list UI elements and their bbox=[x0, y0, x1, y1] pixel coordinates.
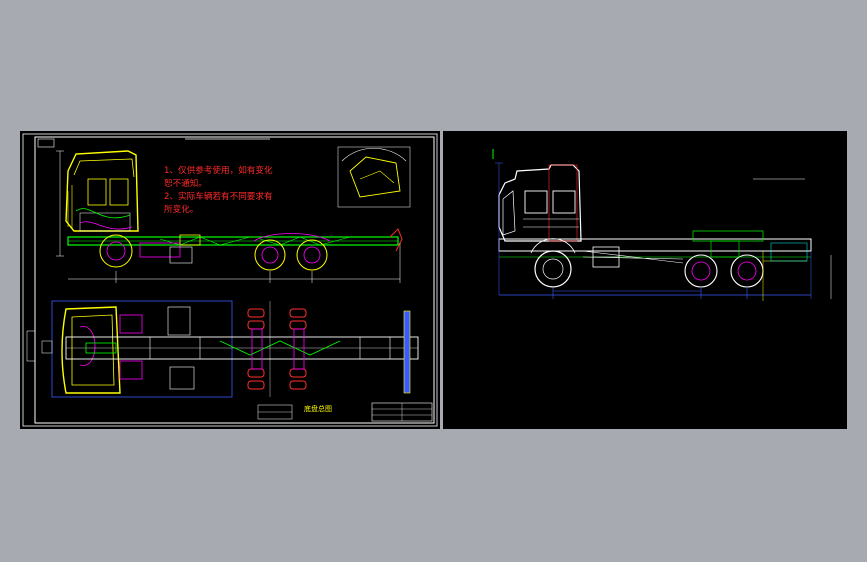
plan-component-1 bbox=[119, 314, 143, 334]
detail-cab-line bbox=[359, 170, 395, 184]
notes-block: 1、仅供参考使用，如有变化 恕不通知。 2、实际车辆若有不同要求有 所变化。 bbox=[164, 164, 273, 215]
cab-detail-view bbox=[337, 146, 411, 208]
tire bbox=[289, 368, 307, 378]
cab-front-grille bbox=[502, 190, 516, 236]
side-tag bbox=[26, 330, 36, 362]
tire bbox=[289, 308, 307, 318]
cab-rear-window bbox=[552, 190, 576, 214]
left-drawing-sheet: 1、仅供参考使用，如有变化 恕不通知。 2、实际车辆若有不同要求有 所变化。 bbox=[20, 131, 440, 429]
front-wheel bbox=[534, 250, 572, 288]
detail-arc bbox=[341, 148, 407, 162]
cab-side-window bbox=[524, 190, 548, 214]
plan-battery bbox=[167, 306, 191, 336]
tire bbox=[289, 320, 307, 330]
cab-lower-panel bbox=[523, 218, 579, 228]
plan-cab-inner bbox=[71, 314, 115, 386]
tractor-cab bbox=[498, 164, 582, 242]
front-wheel bbox=[99, 234, 133, 268]
plan-brace-green bbox=[219, 340, 341, 356]
front-fender bbox=[530, 238, 576, 254]
cab-outline bbox=[65, 150, 139, 232]
tail-bracket bbox=[389, 228, 403, 252]
cab-step bbox=[79, 212, 131, 232]
rear-hub-2 bbox=[303, 246, 321, 264]
suspension-bracket bbox=[710, 240, 740, 258]
plan-crossmembers bbox=[149, 337, 391, 359]
tire bbox=[247, 368, 265, 378]
plan-tank bbox=[169, 366, 195, 390]
rear-light-bar bbox=[403, 310, 411, 394]
note-line-1: 1、仅供参考使用，如有变化 bbox=[164, 164, 273, 176]
gearbox bbox=[139, 242, 181, 258]
front-hub bbox=[542, 258, 564, 280]
detail-view-frame bbox=[337, 146, 411, 208]
section-label: 底盘总图 bbox=[304, 404, 332, 413]
inner-border bbox=[34, 136, 435, 424]
outer-border bbox=[22, 133, 438, 427]
fuel-tank-side bbox=[179, 234, 201, 246]
tire bbox=[289, 380, 307, 390]
side-elevation bbox=[56, 150, 403, 283]
plan-front-axle-green bbox=[85, 342, 117, 354]
cab-front-lines bbox=[67, 185, 73, 229]
battery-box bbox=[169, 246, 193, 264]
title-block: 底盘总图 bbox=[257, 402, 433, 422]
rear-axle-1 bbox=[251, 328, 263, 370]
rear-hub-1 bbox=[261, 246, 279, 264]
plan-engine bbox=[79, 326, 96, 366]
tire bbox=[247, 308, 265, 318]
note-line-3: 2、实际车辆若有不同要求有 bbox=[164, 190, 273, 202]
plan-view bbox=[41, 300, 419, 398]
cab-rear-window bbox=[109, 178, 129, 206]
tire bbox=[247, 320, 265, 330]
rear-wheel-1 bbox=[684, 254, 718, 288]
corner-tag bbox=[37, 138, 55, 148]
cab-detail-green bbox=[75, 208, 131, 219]
rear-detail-box bbox=[770, 242, 808, 262]
note-line-4: 所变化。 bbox=[164, 203, 198, 215]
plan-cab-outline bbox=[61, 306, 121, 394]
detail-cab-shape bbox=[349, 156, 401, 198]
right-drawing-sheet bbox=[443, 131, 847, 429]
note-line-2: 恕不通知。 bbox=[164, 177, 207, 189]
rear-wheel-2 bbox=[296, 239, 328, 271]
frame-brace-rear bbox=[259, 236, 351, 246]
front-hub bbox=[106, 241, 126, 261]
cab-detail-magenta bbox=[79, 221, 133, 230]
cab-roof-line bbox=[73, 158, 135, 178]
tire bbox=[247, 380, 265, 390]
rear-hub-1 bbox=[691, 261, 711, 281]
rear-axle-2 bbox=[293, 328, 305, 370]
plan-dim-tag bbox=[41, 340, 53, 354]
suspension-spring bbox=[253, 233, 331, 242]
rear-hub-2 bbox=[737, 261, 757, 281]
cab-door-window bbox=[87, 178, 107, 206]
plan-component-2 bbox=[119, 360, 143, 380]
rear-wheel-2 bbox=[730, 254, 764, 288]
tractor-side-elevation bbox=[492, 149, 832, 301]
cab-outline bbox=[498, 164, 582, 242]
drive-shaft bbox=[582, 250, 684, 264]
dimension-lines bbox=[495, 162, 832, 301]
rear-wheel-1 bbox=[254, 239, 286, 271]
chassis-assembly-drawing: 1、仅供参考使用，如有变化 恕不通知。 2、实际车辆若有不同要求有 所变化。 bbox=[22, 133, 438, 427]
